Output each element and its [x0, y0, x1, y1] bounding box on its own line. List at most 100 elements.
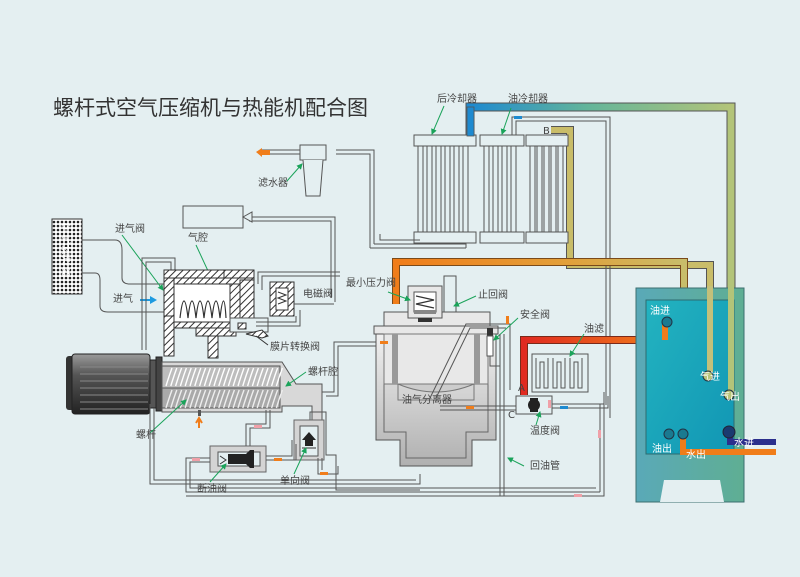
- label-diaphragm-valve: 膜片转换阀: [270, 340, 320, 353]
- air-filter: [51, 218, 83, 295]
- cooler-fin: [550, 145, 557, 233]
- cooler-fin: [483, 145, 490, 233]
- screw-thread: [194, 389, 202, 409]
- cooler-fin: [444, 145, 451, 233]
- screw-thread: [261, 389, 269, 409]
- label-inlet-valve: 进气阀: [115, 222, 145, 235]
- screw-thread: [266, 389, 274, 409]
- label-gas-in: 气进: [700, 370, 720, 383]
- label-port-a: A: [518, 383, 525, 394]
- screw-thread: [237, 389, 245, 409]
- diagram-title: 螺杆式空气压缩机与热能机配合图: [53, 96, 368, 120]
- label-water-out: 水出: [686, 448, 706, 461]
- screw-thread: [170, 367, 178, 387]
- cooler-fin: [510, 145, 517, 233]
- screw-thread: [232, 389, 240, 409]
- screw-thread: [189, 367, 197, 387]
- screw-chamber: [161, 361, 323, 439]
- screw-thread: [170, 389, 178, 409]
- cooler-fin: [557, 145, 564, 233]
- label-safety-valve: 安全阀: [520, 308, 550, 321]
- label-air-filter: 空气过滤器: [61, 222, 71, 279]
- motor: [66, 353, 163, 415]
- screw-thread: [222, 367, 231, 387]
- screw-thread: [251, 389, 260, 409]
- label-gas-out: 气出: [720, 390, 740, 403]
- label-thermo-valve: 温度阀: [530, 424, 560, 437]
- inlet-valve-body: [141, 257, 255, 359]
- screw-thread: [242, 367, 250, 387]
- screw-thread: [275, 389, 284, 409]
- screw-thread: [246, 389, 255, 409]
- screw-thread: [218, 367, 226, 387]
- label-oil-return-pipe: 回油管: [530, 459, 560, 472]
- label-water-filter: 滤水器: [258, 176, 288, 189]
- screw-thread: [227, 389, 236, 409]
- screw-thread: [165, 389, 173, 409]
- screw-thread: [242, 389, 250, 409]
- screw-thread: [213, 389, 221, 409]
- screw-thread: [275, 367, 284, 387]
- cooler-fin: [536, 145, 543, 233]
- thermo-valve: [515, 395, 553, 415]
- screw-thread: [222, 389, 231, 409]
- cooler-fin: [501, 145, 508, 233]
- screw-thread: [179, 389, 188, 409]
- screw-thread: [184, 389, 192, 409]
- screw-thread: [179, 367, 188, 387]
- screw-thread: [256, 367, 264, 387]
- oil-filter: [531, 353, 589, 393]
- screw-thread: [174, 389, 183, 409]
- screw-thread: [256, 389, 264, 409]
- screw-thread: [227, 367, 236, 387]
- label-oil-out: 油出: [652, 442, 672, 455]
- screw-thread: [246, 367, 255, 387]
- screw-thread: [203, 367, 212, 387]
- screw-thread: [251, 367, 260, 387]
- cooler-fin: [453, 145, 460, 233]
- screw-thread: [174, 367, 183, 387]
- screw-thread: [203, 389, 212, 409]
- label-one-way-valve: 单向阀: [280, 474, 310, 487]
- cold-water-pipe: [466, 106, 475, 137]
- label-oil-cutoff-valve: 断油阀: [197, 482, 227, 495]
- screw-thread: [270, 367, 279, 387]
- screw-thread: [261, 367, 269, 387]
- cooler-fin: [492, 145, 499, 233]
- cooler-fin: [426, 145, 433, 233]
- water-filter: [256, 144, 327, 197]
- label-oil-filter: 油滤: [584, 322, 604, 335]
- oil-separator: [373, 311, 511, 467]
- screw-thread: [218, 389, 226, 409]
- screw-thread: [266, 367, 274, 387]
- oil-cutoff-valve: [209, 445, 267, 473]
- cooler-fin: [462, 145, 469, 233]
- solenoid-valve: [256, 271, 340, 327]
- label-port-b: B: [543, 126, 550, 137]
- oil-filter-element: [552, 358, 566, 389]
- oil-flow-arrow: [195, 416, 203, 428]
- cooler-fin: [417, 145, 424, 233]
- label-air-intake: 进气: [113, 292, 133, 305]
- screw-thread: [189, 389, 197, 409]
- label-air-chamber: 气腔: [188, 231, 208, 244]
- air-chamber-box: [182, 205, 244, 229]
- screw-thread: [270, 389, 279, 409]
- label-water-in: 水进: [734, 437, 754, 449]
- min-pressure-valve: [407, 275, 457, 322]
- screw-thread: [184, 367, 192, 387]
- cooler-fin: [543, 145, 550, 233]
- screw-thread: [194, 367, 202, 387]
- one-way-valve: [293, 419, 325, 461]
- oil-filter-element: [535, 358, 549, 389]
- outlet-arrow-icon: [256, 148, 270, 157]
- screw-thread: [208, 367, 216, 387]
- label-oil-separator: 油气分离器: [402, 393, 452, 406]
- label-screw-chamber: 螺杆腔: [308, 365, 338, 378]
- screw-thread: [198, 367, 207, 387]
- oil-return-pipe: [499, 334, 505, 496]
- screw-thread: [232, 367, 240, 387]
- screw-thread: [198, 389, 207, 409]
- oil-filter-element: [569, 358, 583, 389]
- screw-thread: [165, 367, 173, 387]
